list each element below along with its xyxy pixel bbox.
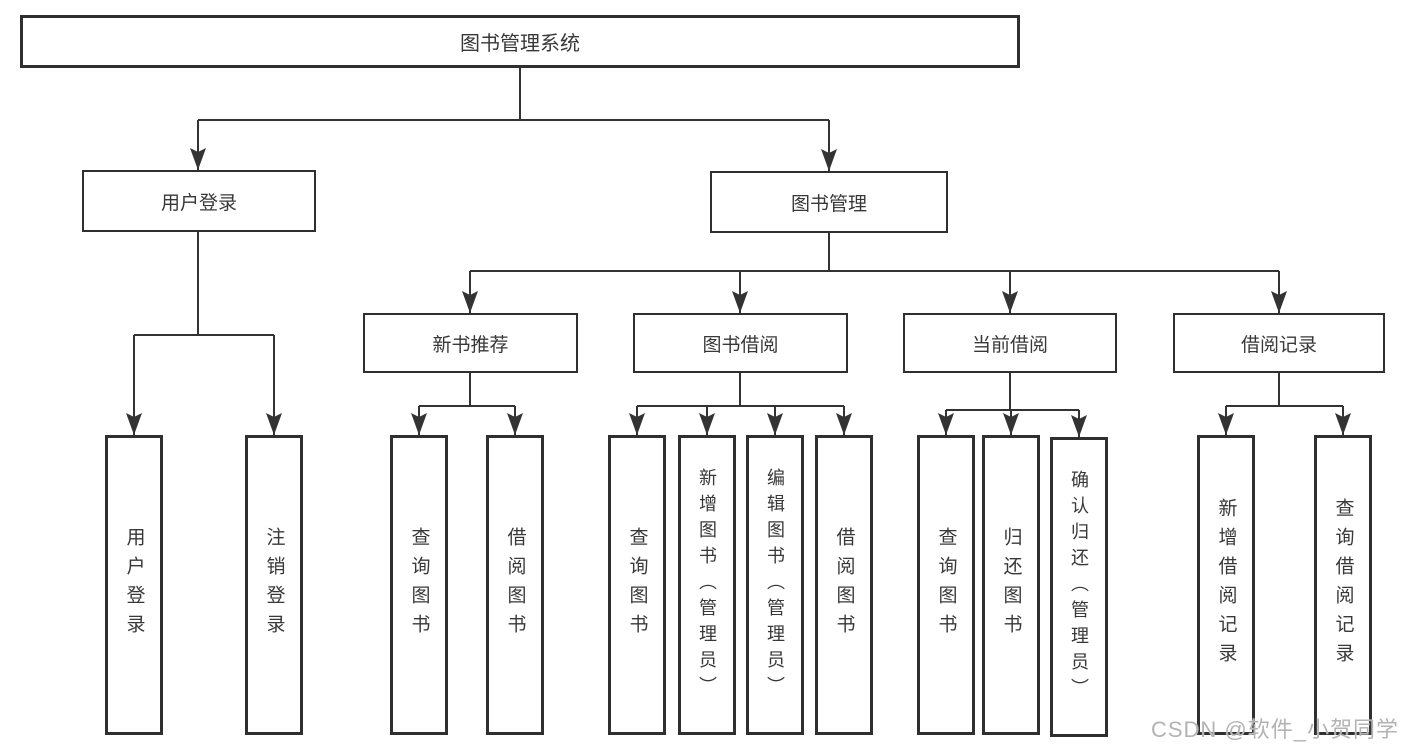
leaf-query-books-borrowing: 查询图书 (608, 435, 666, 735)
csdn-watermark: CSDN @软件_小贺同学 (1150, 717, 1399, 742)
node-label: 借阅记录 (1240, 334, 1317, 356)
leaf-query-books-current: 查询图书 (917, 435, 975, 735)
leaf-label: 查询图书 (408, 527, 430, 643)
leaf-label: 查询借阅记录 (1332, 498, 1354, 672)
leaf-logout-login: 注销登录 (245, 435, 303, 735)
leaf-edit-books-admin: 编辑图书（管理员） (746, 435, 804, 735)
leaf-label: 确认归还（管理员） (1069, 470, 1089, 704)
leaf-add-books-admin: 新增图书（管理员） (678, 435, 736, 735)
leaf-label: 查询图书 (626, 527, 648, 643)
node-borrowing-records: 借阅记录 (1173, 313, 1385, 373)
node-label: 新书推荐 (432, 334, 509, 356)
node-current-borrowing: 当前借阅 (903, 313, 1117, 373)
leaf-label: 查询图书 (935, 527, 957, 643)
node-user-login: 用户登录 (82, 170, 316, 232)
node-book-management: 图书管理 (710, 171, 948, 233)
leaf-user-login: 用户登录 (105, 435, 163, 735)
leaf-return-books: 归还图书 (982, 435, 1040, 735)
node-label: 图书借阅 (702, 334, 779, 356)
leaf-query-books-recommend: 查询图书 (390, 435, 448, 735)
node-label: 用户登录 (160, 192, 237, 214)
leaf-label: 借阅图书 (833, 527, 855, 643)
leaf-query-borrow-record: 查询借阅记录 (1314, 435, 1372, 735)
leaf-label: 新增图书（管理员） (697, 468, 717, 702)
node-label: 图书管理系统 (460, 33, 580, 55)
node-label: 图书管理 (790, 193, 867, 215)
leaf-borrow-books: 借阅图书 (815, 435, 873, 735)
leaf-label: 归还图书 (1000, 527, 1022, 643)
node-library-management-system: 图书管理系统 (20, 15, 1020, 68)
leaf-label: 新增借阅记录 (1215, 498, 1237, 672)
leaf-label: 编辑图书（管理员） (765, 468, 785, 702)
node-book-borrowing: 图书借阅 (633, 313, 848, 373)
leaf-label: 用户登录 (123, 527, 145, 643)
leaf-add-borrow-record: 新增借阅记录 (1197, 435, 1255, 735)
node-new-book-recommendation: 新书推荐 (363, 313, 578, 373)
leaf-borrow-books-recommend: 借阅图书 (486, 435, 544, 735)
leaf-confirm-return-admin: 确认归还（管理员） (1050, 437, 1108, 737)
leaf-label: 注销登录 (263, 527, 285, 643)
node-label: 当前借阅 (971, 334, 1048, 356)
leaf-label: 借阅图书 (504, 527, 526, 643)
